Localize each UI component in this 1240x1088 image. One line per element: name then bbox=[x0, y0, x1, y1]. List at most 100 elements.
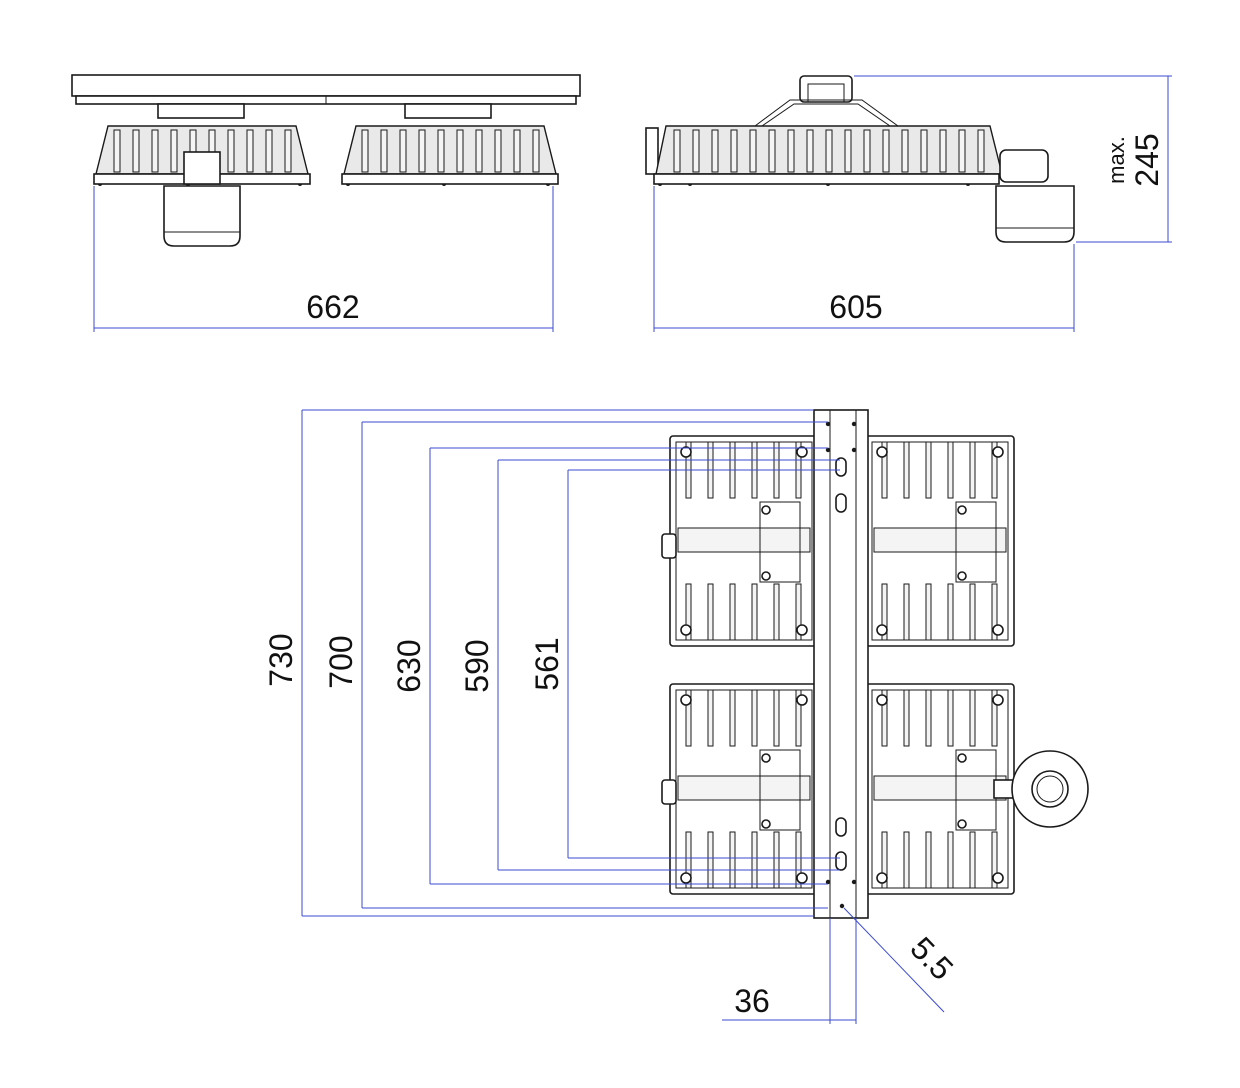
module-fin bbox=[729, 689, 736, 747]
rail-hole bbox=[839, 903, 845, 909]
front-view: 662 bbox=[71, 74, 970, 332]
cooling-fin bbox=[939, 129, 947, 173]
module-fin bbox=[991, 441, 998, 499]
lamp-module-inner bbox=[871, 441, 1009, 641]
module-fin bbox=[925, 689, 932, 747]
dimension-36-label: 36 bbox=[734, 983, 770, 1019]
module-corner-hole bbox=[680, 872, 692, 884]
module-fin bbox=[947, 689, 954, 747]
module-fin bbox=[729, 583, 736, 641]
module-heat-bar bbox=[873, 775, 1007, 801]
module-corner-hole bbox=[876, 872, 888, 884]
module-fin bbox=[925, 583, 932, 641]
dimension-630-label: 630 bbox=[391, 639, 427, 692]
rail-hole bbox=[851, 447, 857, 453]
cooling-fin bbox=[711, 129, 719, 173]
side-view: 605 245 max. bbox=[645, 75, 1172, 332]
module-fin bbox=[903, 689, 910, 747]
module-fin bbox=[707, 583, 714, 641]
cooling-fin bbox=[265, 129, 273, 173]
module-fin bbox=[773, 689, 780, 747]
module-corner-hole bbox=[992, 446, 1004, 458]
lamp-base-side bbox=[653, 173, 1000, 185]
cooling-fin bbox=[475, 129, 483, 173]
module-corner-hole bbox=[992, 694, 1004, 706]
module-fin bbox=[947, 441, 954, 499]
module-fin bbox=[881, 583, 888, 641]
cooling-fin bbox=[768, 129, 776, 173]
cooling-fin bbox=[692, 129, 700, 173]
rail-slot bbox=[835, 851, 847, 871]
module-fin bbox=[881, 689, 888, 747]
cooling-fin bbox=[151, 129, 159, 173]
cooling-fin bbox=[170, 129, 178, 173]
vertical-dimensions bbox=[301, 409, 840, 917]
cooling-fin bbox=[958, 129, 966, 173]
module-fin bbox=[881, 831, 888, 889]
rail-hole bbox=[825, 879, 831, 885]
module-fin bbox=[947, 583, 954, 641]
driver-cylinder-side bbox=[995, 185, 1075, 243]
cable-gland bbox=[661, 779, 677, 805]
module-fin bbox=[991, 831, 998, 889]
module-corner-hole bbox=[680, 694, 692, 706]
module-corner-hole bbox=[876, 446, 888, 458]
module-fin bbox=[969, 689, 976, 747]
module-fin bbox=[925, 831, 932, 889]
module-fin bbox=[969, 583, 976, 641]
module-corner-hole bbox=[992, 624, 1004, 636]
dimension-leader-5-5 bbox=[843, 907, 945, 1013]
dimension-245-label: 245 bbox=[1129, 133, 1165, 186]
module-fin bbox=[773, 583, 780, 641]
cooling-fin bbox=[361, 129, 369, 173]
driver-neck bbox=[183, 151, 221, 185]
module-fin bbox=[685, 583, 692, 641]
module-fin bbox=[947, 831, 954, 889]
cooling-fin bbox=[901, 129, 909, 173]
module-corner-hole bbox=[680, 624, 692, 636]
module-fin bbox=[729, 831, 736, 889]
module-corner-hole bbox=[796, 872, 808, 884]
rail-slot bbox=[835, 817, 847, 837]
module-fin bbox=[773, 831, 780, 889]
rail-hole bbox=[851, 421, 857, 427]
cooling-fin bbox=[532, 129, 540, 173]
module-heat-bar bbox=[677, 527, 811, 553]
cooling-fin bbox=[749, 129, 757, 173]
module-bracket bbox=[759, 749, 801, 831]
cooling-fin bbox=[284, 129, 292, 173]
cooling-fin bbox=[132, 129, 140, 173]
module-fin bbox=[969, 441, 976, 499]
cooling-fin bbox=[246, 129, 254, 173]
dimension-700-label: 700 bbox=[323, 635, 359, 688]
module-bracket-screw bbox=[957, 571, 967, 581]
rail-slot bbox=[835, 457, 847, 477]
cooling-fin bbox=[513, 129, 521, 173]
module-fin bbox=[903, 831, 910, 889]
module-fin bbox=[881, 441, 888, 499]
module-corner-hole bbox=[680, 446, 692, 458]
module-fin bbox=[707, 831, 714, 889]
rail-hole bbox=[825, 447, 831, 453]
module-corner-hole bbox=[796, 694, 808, 706]
module-corner-hole bbox=[796, 624, 808, 636]
driver-neck-side bbox=[999, 149, 1049, 183]
dimension-245-prefix: max. bbox=[1104, 136, 1129, 184]
module-corner-hole bbox=[876, 624, 888, 636]
cable-gland bbox=[661, 533, 677, 559]
cooling-fin bbox=[920, 129, 928, 173]
module-fin bbox=[795, 831, 802, 889]
module-fin bbox=[685, 831, 692, 889]
module-fin bbox=[991, 689, 998, 747]
module-fin bbox=[751, 689, 758, 747]
rail-hole bbox=[825, 421, 831, 427]
mounting-rail bbox=[813, 409, 869, 919]
cooling-fin bbox=[806, 129, 814, 173]
cooling-fin bbox=[844, 129, 852, 173]
cooling-fin bbox=[227, 129, 235, 173]
module-bracket-screw bbox=[761, 819, 771, 829]
bracket-right bbox=[404, 103, 492, 119]
module-bracket-screw bbox=[761, 571, 771, 581]
top-view: 730 700 630 590 561 36 5.5 bbox=[263, 409, 1089, 1024]
